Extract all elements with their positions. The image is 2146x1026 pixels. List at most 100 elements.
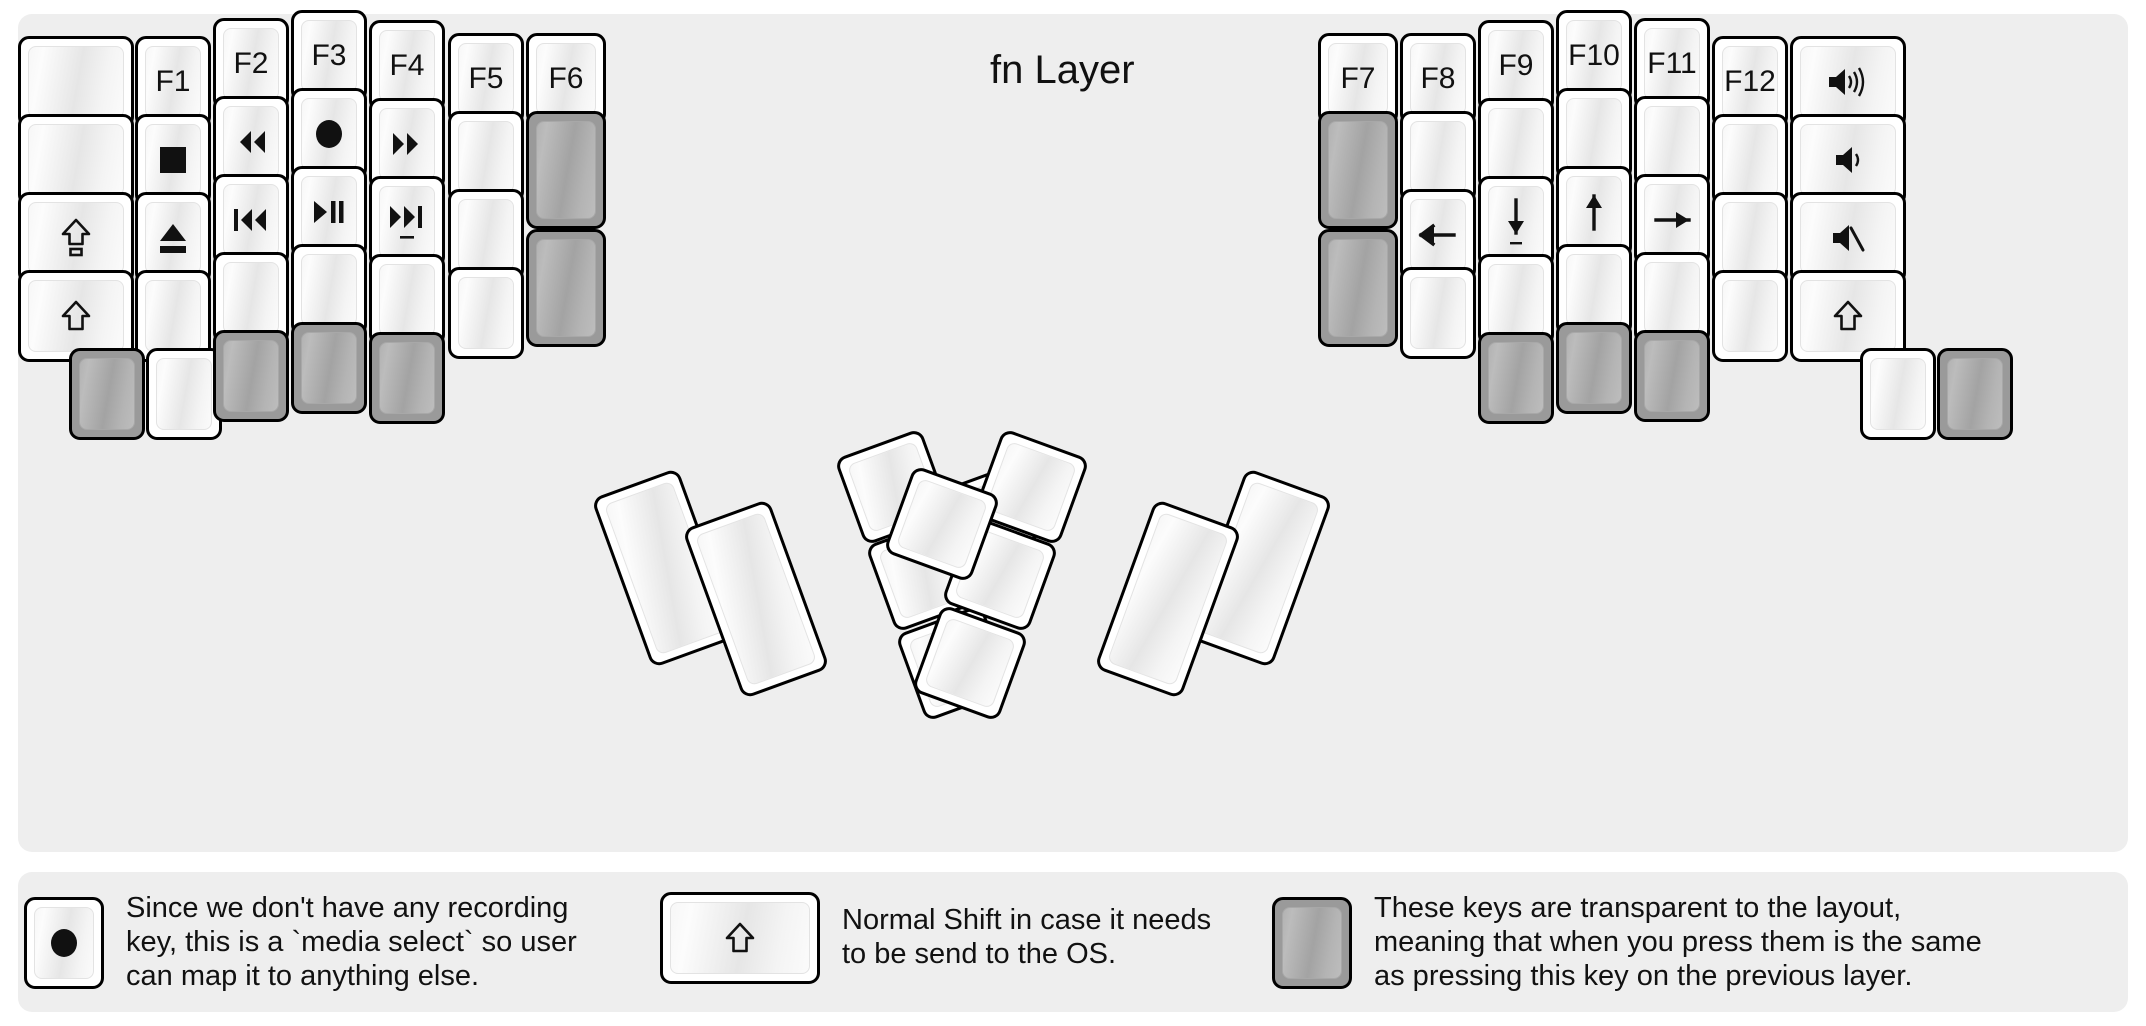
key-f3[interactable]: F3 — [291, 10, 367, 102]
shift-icon — [725, 922, 755, 954]
keycap-surface — [1566, 254, 1622, 326]
keycap-surface: F3 — [301, 20, 357, 92]
key-prev-track[interactable] — [213, 174, 289, 266]
keycap-surface — [223, 340, 279, 412]
keycap-surface — [1566, 332, 1622, 404]
shift-icon — [1833, 300, 1863, 332]
key-eject[interactable] — [135, 192, 211, 284]
key-shift[interactable] — [18, 270, 134, 362]
keycap-surface — [1282, 906, 1342, 979]
eject-icon — [157, 222, 189, 255]
keycap-surface — [301, 254, 357, 326]
key-blank[interactable] — [1634, 96, 1710, 188]
key-blank[interactable] — [1556, 88, 1632, 180]
stop-icon — [158, 145, 188, 175]
record-icon — [48, 927, 80, 959]
key-transparent[interactable] — [1556, 322, 1632, 414]
key-f7[interactable]: F7 — [1318, 33, 1398, 125]
keycap-surface — [223, 262, 279, 334]
key-blank[interactable] — [448, 267, 524, 359]
keycap-surface — [458, 277, 514, 349]
keycap-surface: F6 — [536, 43, 596, 115]
key-transparent[interactable] — [213, 330, 289, 422]
keycap-surface — [301, 98, 357, 170]
key-blank[interactable] — [213, 252, 289, 344]
key-blank[interactable] — [18, 114, 134, 206]
key-blank[interactable] — [448, 111, 524, 203]
keycap-surface — [145, 280, 201, 352]
key-f4[interactable]: F4 — [369, 20, 445, 112]
keycap-surface — [1488, 186, 1544, 258]
keycap-surface — [670, 902, 810, 974]
key-blank[interactable] — [1712, 270, 1788, 362]
capslock-icon — [61, 218, 91, 258]
key-blank[interactable] — [1400, 111, 1476, 203]
keycap-surface — [923, 616, 1017, 710]
key-blank[interactable] — [1712, 114, 1788, 206]
key-label: F5 — [468, 62, 504, 95]
keycap-surface — [79, 358, 135, 430]
key-f11[interactable]: F11 — [1634, 18, 1710, 110]
keycap-surface — [1488, 342, 1544, 414]
key-stop[interactable] — [135, 114, 211, 206]
keycap-surface — [1566, 176, 1622, 248]
key-blank[interactable] — [1634, 252, 1710, 344]
key-transparent[interactable] — [1478, 332, 1554, 424]
keycap-surface — [379, 108, 435, 180]
key-label: F10 — [1568, 39, 1620, 72]
keycap-surface — [1870, 358, 1926, 430]
key-blank[interactable] — [1860, 348, 1936, 440]
next-track-icon — [387, 203, 427, 241]
key-blank[interactable] — [135, 270, 211, 362]
key-blank[interactable] — [1400, 267, 1476, 359]
key-fast-forward[interactable] — [369, 98, 445, 190]
legend-text-3: These keys are transparent to the layout… — [1374, 892, 1982, 992]
keycap-surface: F4 — [379, 30, 435, 102]
key-label: F6 — [548, 62, 584, 95]
key-transparent[interactable] — [526, 229, 606, 347]
key-transparent[interactable] — [1318, 111, 1398, 229]
key-arrow-down[interactable] — [1478, 176, 1554, 268]
keycap-surface — [1800, 280, 1896, 352]
keycap-surface — [1800, 124, 1896, 196]
arrow-down-icon — [1501, 197, 1531, 247]
keycap-surface — [1800, 46, 1896, 118]
key-label: F11 — [1647, 47, 1697, 80]
key-capslock[interactable] — [18, 192, 134, 284]
keycap-surface — [28, 124, 124, 196]
key-transparent[interactable] — [1937, 348, 2013, 440]
key-shift[interactable] — [1790, 270, 1906, 362]
key-mute[interactable] — [1790, 192, 1906, 284]
key-blank[interactable] — [1712, 192, 1788, 284]
keycap-surface — [458, 199, 514, 271]
key-f5[interactable]: F5 — [448, 33, 524, 125]
key-blank[interactable] — [18, 36, 134, 128]
key-transparent[interactable] — [369, 332, 445, 424]
keycap-surface — [379, 264, 435, 336]
keycap-surface — [1328, 239, 1388, 337]
key-transparent[interactable] — [291, 322, 367, 414]
legend-sample-key-2 — [660, 892, 820, 984]
key-blank[interactable] — [448, 189, 524, 281]
keycap-surface — [1488, 264, 1544, 336]
key-arrow-up[interactable] — [1556, 166, 1632, 258]
keycap-surface — [1722, 280, 1778, 352]
key-transparent[interactable] — [1634, 330, 1710, 422]
key-blank[interactable] — [1478, 254, 1554, 346]
keycap-surface — [536, 239, 596, 337]
keycap-surface — [1410, 277, 1466, 349]
keycap-surface — [145, 202, 201, 274]
legend-item-1: Since we don't have any recording key, t… — [24, 892, 577, 994]
key-blank[interactable] — [146, 348, 222, 440]
key-transparent[interactable] — [1318, 229, 1398, 347]
key-blank[interactable] — [1556, 244, 1632, 336]
key-next-track[interactable] — [369, 176, 445, 268]
key-f10[interactable]: F10 — [1556, 10, 1632, 102]
keycap-surface: F7 — [1328, 43, 1388, 115]
key-transparent[interactable] — [69, 348, 145, 440]
keycap-surface — [301, 332, 357, 404]
key-f8[interactable]: F8 — [1400, 33, 1476, 125]
mute-icon — [1830, 222, 1866, 254]
keycap-surface — [536, 121, 596, 219]
key-transparent[interactable] — [526, 111, 606, 229]
